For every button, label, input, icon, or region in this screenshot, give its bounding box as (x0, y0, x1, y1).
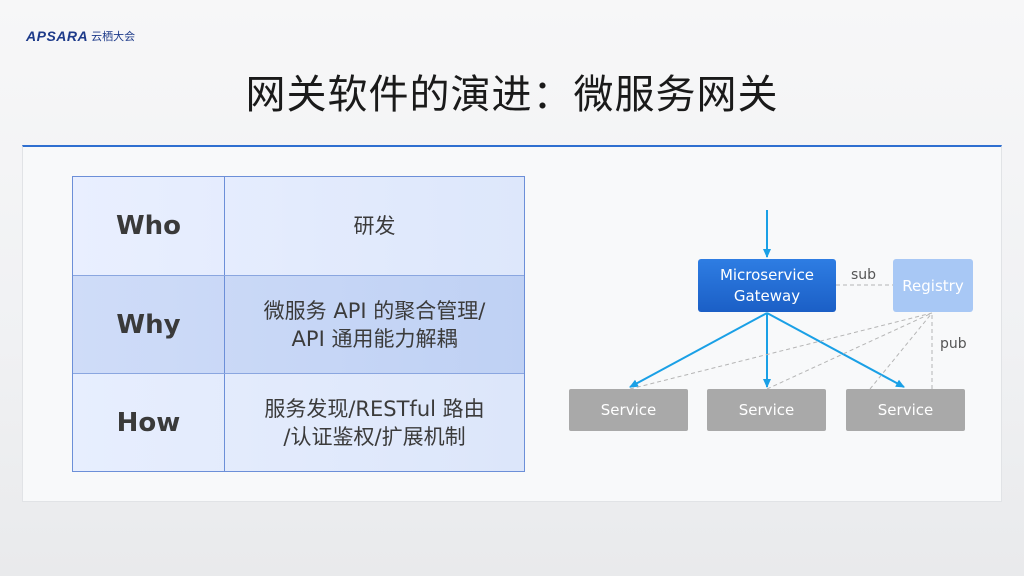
row-content-line: 服务发现/RESTful 路由 (264, 396, 485, 421)
table-row-why: Why 微服务 API 的聚合管理/ API 通用能力解耦 (73, 276, 524, 374)
pub-edge-label: pub (940, 336, 967, 352)
gateway-to-service-3-arrow (766, 312, 905, 388)
brand-logo: APSARA 云栖大会 (26, 28, 135, 44)
row-content: 微服务 API 的聚合管理/ API 通用能力解耦 (225, 276, 524, 373)
slide-title: 网关软件的演进：微服务网关 (245, 72, 779, 118)
sub-edge-label: sub (851, 267, 877, 283)
row-header: Who (73, 177, 225, 275)
logo-mark: APSARA (26, 28, 89, 44)
table-row-how: How 服务发现/RESTful 路由 /认证鉴权/扩展机制 (73, 374, 524, 471)
row-header: How (73, 374, 225, 471)
row-content-line: 研发 (353, 214, 396, 238)
row-content-line: API 通用能力解耦 (291, 326, 458, 351)
pub-dashed-line-1 (629, 312, 933, 390)
row-content-line: /认证鉴权/扩展机制 (283, 424, 466, 449)
pub-dashed-line-2 (766, 312, 933, 390)
table-row-who: Who 研发 (73, 177, 524, 276)
service-node-3: Service (846, 389, 965, 431)
service-node-1: Service (569, 389, 688, 431)
microservice-gateway-node: Microservice Gateway (698, 259, 836, 312)
logo-text: 云栖大会 (91, 30, 136, 43)
gateway-label-line1: Microservice (719, 265, 815, 284)
gateway-to-service-1-arrow (629, 312, 768, 388)
row-content: 研发 (225, 177, 524, 275)
row-content-line: 微服务 API 的聚合管理/ (263, 298, 486, 323)
row-header: Why (73, 276, 225, 373)
service-node-2: Service (707, 389, 826, 431)
pub-dashed-line-3 (869, 312, 933, 390)
gateway-label-line2: Gateway (733, 286, 801, 305)
row-content: 服务发现/RESTful 路由 /认证鉴权/扩展机制 (225, 374, 524, 471)
registry-node: Registry (893, 259, 973, 312)
info-table: Who 研发 Why 微服务 API 的聚合管理/ API 通用能力解耦 How… (72, 176, 525, 472)
